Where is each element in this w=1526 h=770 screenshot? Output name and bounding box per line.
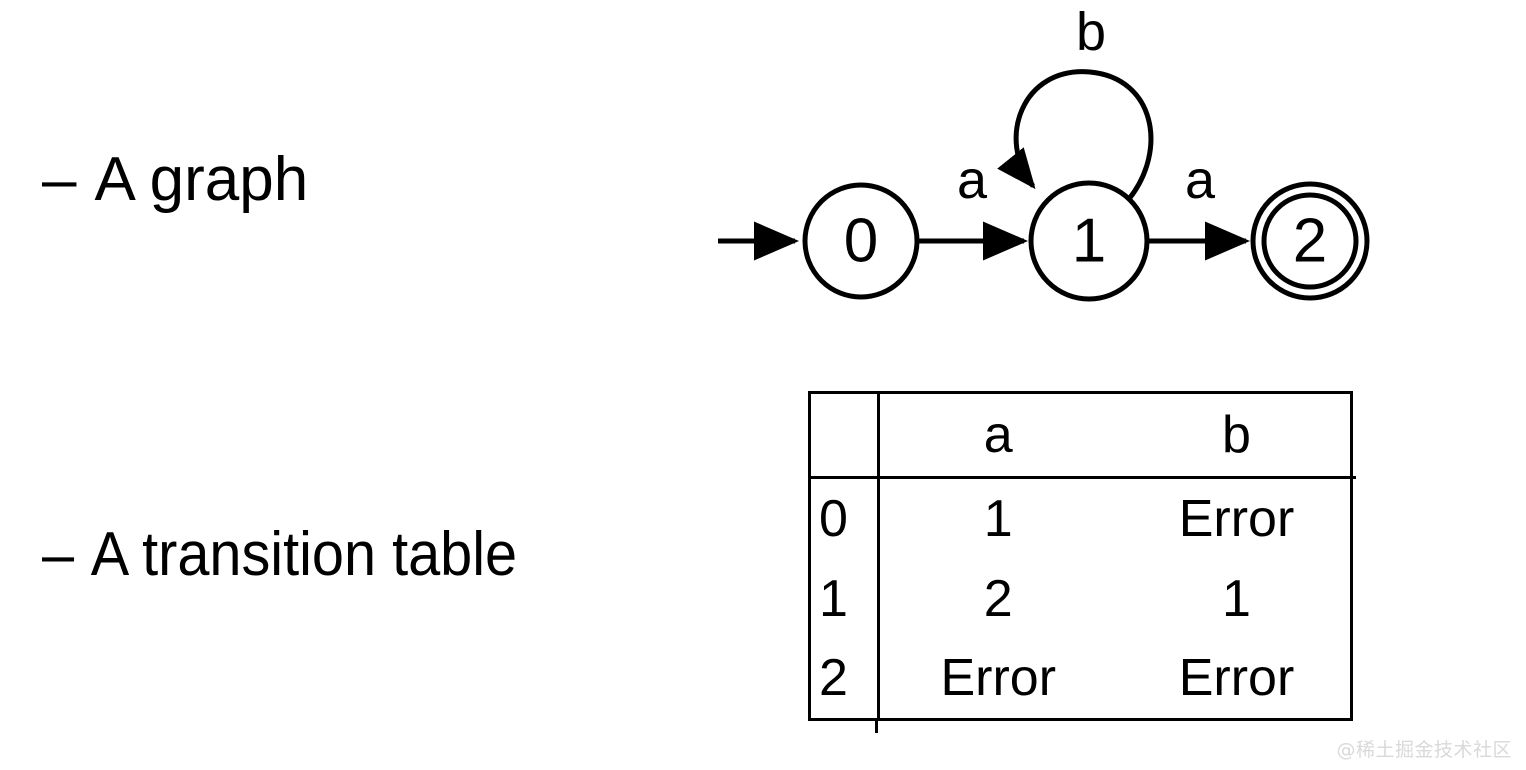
transition-1-to-2: a (1149, 150, 1251, 261)
table-header-row: a b (811, 394, 1356, 479)
bullet-label-a-graph: A graph (94, 145, 309, 214)
state-node-1: 1 (1028, 180, 1150, 302)
table-cell-b: Error (1178, 649, 1295, 708)
table-cell-a: 2 (983, 569, 1013, 628)
watermark: @稀土掘金技术社区 (1336, 739, 1512, 761)
transition-0-to-1: a (919, 150, 1029, 261)
table-cell-b: 1 (1222, 569, 1251, 628)
table-row: 1 2 1 (811, 558, 1356, 639)
bullet-dash: – (42, 520, 75, 589)
table-header-corner (811, 394, 880, 479)
state-node-2-accepting: 2 (1250, 181, 1370, 301)
bullet-label-a-transition-table: A transition table (90, 520, 518, 589)
bullet-item-a-transition-table: –A transition table (42, 518, 517, 592)
transition-1-self-loop: b (997, 2, 1154, 201)
state-node-0-label: 0 (844, 207, 878, 276)
state-diagram: 0 a 1 b a (700, 0, 1400, 330)
table-header-a: a (878, 394, 1117, 479)
table-header-b: b (1117, 394, 1356, 479)
table-cell-b: Error (1178, 489, 1295, 548)
table-cell-state: 0 (811, 477, 880, 559)
table-cell-a: 1 (983, 489, 1013, 548)
table-column-divider-stub (875, 721, 878, 733)
table-row: 2 Error Error (811, 638, 1356, 718)
bullet-dash: – (42, 145, 77, 214)
state-node-2-label: 2 (1293, 207, 1327, 276)
state-node-0: 0 (802, 182, 920, 300)
state-node-1-label: 1 (1072, 207, 1106, 276)
table-row: 0 1 Error (811, 477, 1356, 559)
table-cell-a: Error (940, 649, 1057, 708)
transition-1-to-2-label: a (1185, 150, 1216, 210)
transition-0-to-1-label: a (957, 150, 988, 210)
table-cell-state: 2 (811, 638, 880, 718)
bullet-item-a-graph: –A graph (42, 143, 308, 217)
table-cell-state: 1 (811, 558, 880, 639)
transition-table: a b 0 1 Error 1 2 1 2 Error Erro (808, 391, 1356, 733)
transition-1-self-loop-label: b (1076, 2, 1106, 62)
